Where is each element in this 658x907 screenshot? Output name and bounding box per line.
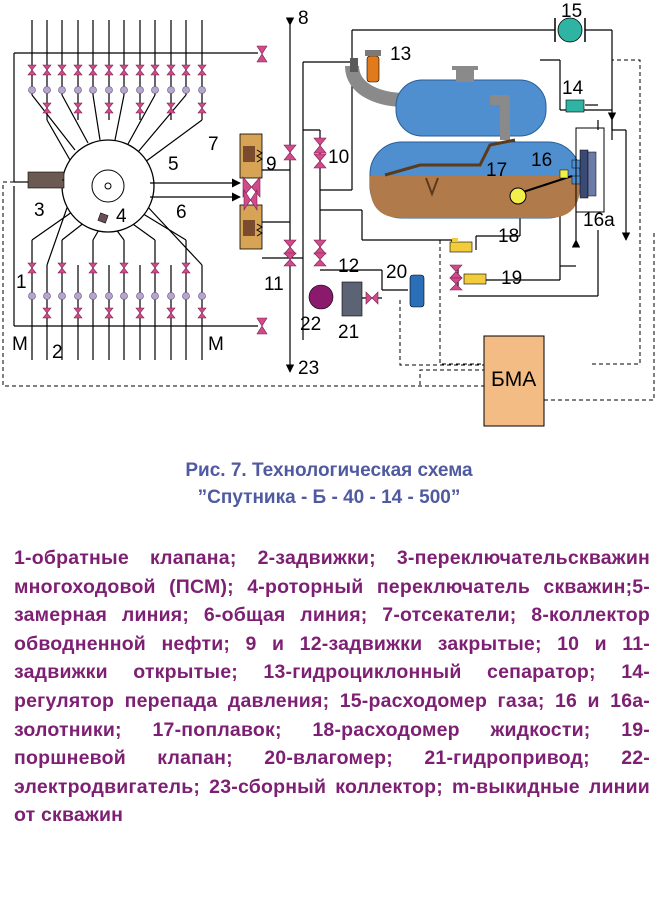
spool-valves: [559, 127, 605, 213]
label-3: 3: [34, 200, 45, 221]
bma-label: БМА: [491, 368, 536, 391]
check-valve-nodes: [28, 86, 206, 300]
label-15: 15: [561, 1, 582, 22]
label-17: 17: [486, 160, 507, 181]
manifold-valves: [27, 45, 268, 335]
dashed-control-lines: [2, 59, 655, 401]
gas-meter: [554, 17, 586, 43]
figure-caption-title: Рис. 7. Технологическая схема: [185, 460, 473, 481]
label-19: 19: [501, 268, 522, 289]
label-7: 7: [208, 134, 219, 155]
label-2: 2: [52, 342, 63, 363]
cutoff-block: [239, 133, 263, 250]
label-m-right: M: [208, 334, 224, 355]
process-valves: [283, 137, 463, 305]
liquid-meter: [449, 238, 473, 253]
label-1: 1: [16, 272, 27, 293]
label-6: 6: [176, 202, 187, 223]
label-22: 22: [300, 314, 321, 335]
label-13: 13: [390, 44, 411, 65]
bma-block: [483, 335, 545, 427]
label-9: 9: [266, 154, 277, 175]
label-20: 20: [386, 262, 407, 283]
label-21: 21: [338, 322, 359, 343]
electric-motor: [308, 284, 334, 310]
separator-tanks: [369, 66, 581, 219]
component-labels: 1 2 3 4 5 6 7 8 9 10 11 12 13 14 15 16 1…: [12, 1, 615, 379]
label-12: 12: [338, 256, 359, 277]
label-4: 4: [116, 206, 127, 227]
label-10: 10: [328, 147, 349, 168]
legend-text: 1-обратные клапана; 2-задвижки; 3-перекл…: [14, 547, 650, 827]
label-14: 14: [562, 78, 584, 99]
figure-caption-subtitle: ”Спутника - Б - 40 - 14 - 500”: [197, 487, 461, 508]
label-11: 11: [264, 274, 284, 295]
label-m-left: M: [12, 334, 28, 355]
moisture-meter: [409, 274, 425, 308]
rotor-switch-icon: [97, 212, 109, 224]
measuring-common-lines: [150, 178, 241, 202]
label-5: 5: [168, 154, 179, 175]
label-23: 23: [298, 358, 319, 379]
multiway-switch-psm: [61, 139, 155, 233]
label-8: 8: [298, 8, 309, 29]
label-16a: 16a: [583, 210, 615, 231]
hydraulic-drive: [341, 281, 363, 317]
piston-valve: [463, 273, 487, 285]
pressure-regulator: [565, 99, 585, 113]
label-16: 16: [531, 150, 552, 171]
label-18: 18: [498, 226, 519, 247]
drive-block: [27, 171, 65, 189]
technological-scheme-diagram: БМА 1 2 3 4 5 6 7 8 9 10 11 12 13 14 15 …: [2, 1, 655, 427]
